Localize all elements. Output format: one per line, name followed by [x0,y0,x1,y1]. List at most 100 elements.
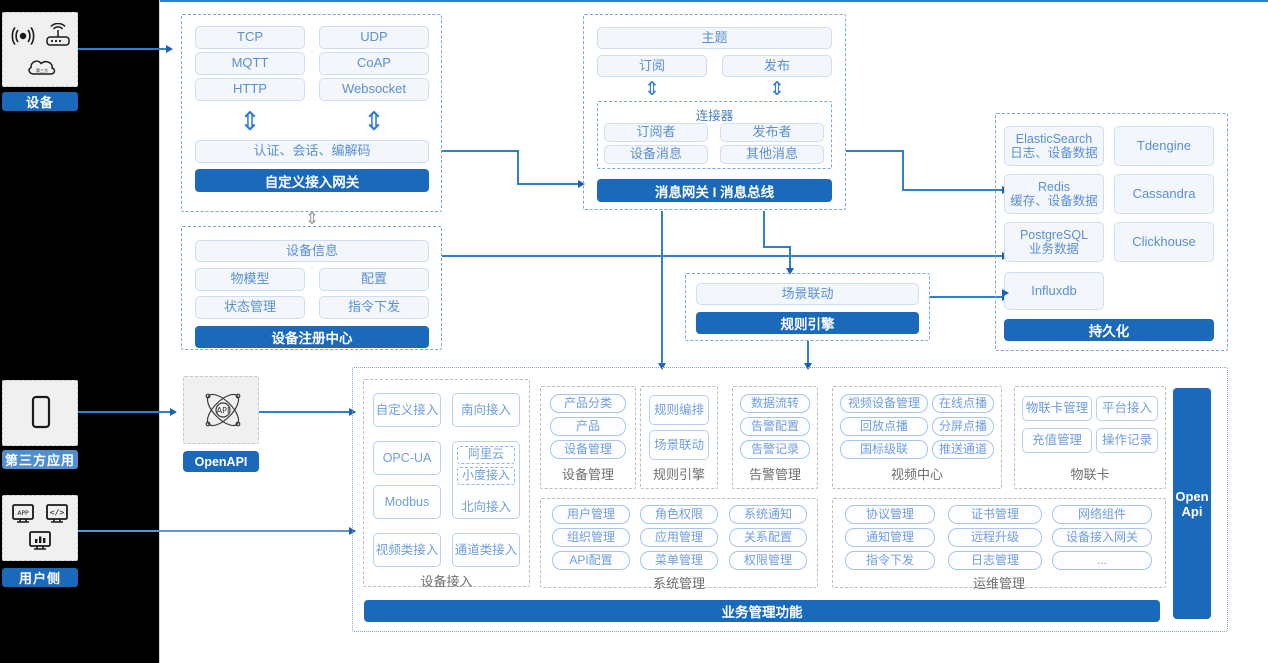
publish-chip[interactable]: 发布 [722,55,832,77]
iot-card-chip-operation-log[interactable]: 操作记录 [1096,428,1158,453]
protocol-chip-udp[interactable]: UDP [319,26,429,49]
video-chip-playback[interactable]: 回放点播 [840,417,928,436]
registry-chip-thing-model[interactable]: 物模型 [195,268,305,291]
alarm-chip-config[interactable]: 告警配置 [740,417,810,436]
device-access-chip-opcua[interactable]: OPC-UA [373,441,441,475]
gateway-middle-chip[interactable]: 认证、会话、编解码 [195,140,429,163]
store-chip-postgresql[interactable]: PostgreSQL 业务数据 [1004,222,1104,262]
store-chip-influxdb[interactable]: Influxdb [1004,272,1104,310]
protocol-chip-mqtt[interactable]: MQTT [195,52,305,75]
line-gateway-to-bus-1 [442,150,518,152]
ops-chip-network-component[interactable]: 网络组件 [1052,505,1152,524]
rule-engine-group [685,273,930,341]
iot-card-chip-platform-access[interactable]: 平台接入 [1096,396,1158,421]
connector-chip-publisher[interactable]: 发布者 [720,123,824,142]
device-manage-chip-product-category[interactable]: 产品分类 [550,394,626,413]
topic-chip[interactable]: 主题 [597,27,832,49]
wifi-signal-icon [11,27,35,45]
system-chip-role-permission[interactable]: 角色权限 [640,505,718,524]
system-chip-permission-manage[interactable]: 权限管理 [729,551,807,570]
group-device-manage [540,386,636,489]
svg-text:API: API [217,406,230,415]
subscribe-chip[interactable]: 订阅 [597,55,707,77]
message-bus-group [583,14,846,210]
ops-chip-protocol-manage[interactable]: 协议管理 [845,505,935,524]
video-chip-push-channel[interactable]: 推送通道 [932,440,994,459]
protocol-chip-websocket[interactable]: Websocket [319,78,429,101]
store-chip-cassandra[interactable]: Cassandra [1114,174,1214,214]
protocol-chip-coap[interactable]: CoAP [319,52,429,75]
connector-chip-device-msg[interactable]: 设备消息 [604,145,708,164]
line-userside-to-business [78,530,355,532]
registry-chip-config[interactable]: 配置 [319,268,429,291]
ops-chip-cert-manage[interactable]: 证书管理 [948,505,1042,524]
store-name: Redis [1038,179,1070,194]
line-bus-to-persistence-2 [902,150,904,190]
arrow-head-bus-to-business [657,363,666,370]
connector-group [597,101,832,169]
device-manage-chip-device[interactable]: 设备管理 [550,440,626,459]
store-name: PostgreSQL [1019,227,1089,242]
group-ops-manage [832,498,1166,588]
rule-engine-chip-scene[interactable]: 场景联动 [649,430,709,460]
svg-text:APP: APP [17,510,29,517]
system-chip-notification[interactable]: 系统通知 [729,505,807,524]
arrow-head-device-to-gateway [166,44,173,53]
rule-engine-title-bar: 规则引擎 [696,312,919,334]
arrow-head-rule-to-business [803,363,812,370]
northbound-chip-xiaodu[interactable]: 小度接入 [457,467,515,485]
group-title-video-center: 视频中心 [890,467,943,482]
registry-chip-status[interactable]: 状态管理 [195,296,305,319]
system-chip-menu-manage[interactable]: 菜单管理 [640,551,718,570]
connector-chip-other-msg[interactable]: 其他消息 [720,145,824,164]
ops-chip-log-manage[interactable]: 日志管理 [948,551,1042,570]
scene-linkage-chip[interactable]: 场景联动 [696,283,919,305]
video-chip-device-manage[interactable]: 视频设备管理 [840,394,928,413]
device-registry-group [181,226,442,350]
protocol-chip-tcp[interactable]: TCP [195,26,305,49]
ops-chip-notify-manage[interactable]: 通知管理 [845,528,935,547]
device-access-chip-modbus[interactable]: Modbus [373,485,441,519]
router-icon [46,23,70,46]
svg-text:</>: </> [50,508,65,517]
connector-chip-subscriber[interactable]: 订阅者 [604,123,708,142]
system-chip-relation-config[interactable]: 关系配置 [729,528,807,547]
system-chip-api-config[interactable]: API配置 [552,551,630,570]
cloud-icon: 第三方 [28,60,56,75]
store-chip-elasticsearch[interactable]: ElasticSearch 日志、设备数据 [1004,126,1104,166]
device-info-chip[interactable]: 设备信息 [195,240,429,262]
store-chip-tdengine[interactable]: Tdengine [1114,126,1214,166]
system-chip-user-manage[interactable]: 用户管理 [552,505,630,524]
alarm-chip-data-flow[interactable]: 数据流转 [740,394,810,413]
ops-chip-remote-upgrade[interactable]: 远程升级 [948,528,1042,547]
system-chip-org-manage[interactable]: 组织管理 [552,528,630,547]
alarm-chip-record[interactable]: 告警记录 [740,440,810,459]
system-chip-app-manage[interactable]: 应用管理 [640,528,718,547]
registry-chip-command[interactable]: 指令下发 [319,296,429,319]
northbound-chip-aliyun[interactable]: 阿里云 [457,446,515,464]
store-sub: 业务数据 [1028,242,1079,256]
device-access-chip-video[interactable]: 视频类接入 [373,533,441,567]
store-chip-clickhouse[interactable]: Clickhouse [1114,222,1214,262]
line-gateway-to-bus-3 [517,183,581,185]
rule-engine-chip-orchestration[interactable]: 规则编排 [649,395,709,425]
ops-chip-more[interactable]: ... [1052,551,1152,570]
device-access-chip-southbound[interactable]: 南向接入 [452,393,520,427]
video-chip-online-play[interactable]: 在线点播 [932,394,994,413]
northbound-label: 北向接入 [460,499,511,514]
device-access-chip-channel[interactable]: 通道类接入 [452,533,520,567]
open-api-line1: Open [1175,488,1209,504]
ops-chip-command-issue[interactable]: 指令下发 [845,551,935,570]
protocol-chip-http[interactable]: HTTP [195,78,305,101]
group-title-iot-card: 物联卡 [1070,467,1110,482]
video-chip-split-screen[interactable]: 分屏点播 [932,417,994,436]
iot-card-chip-recharge[interactable]: 充值管理 [1022,428,1092,453]
iot-card-chip-manage[interactable]: 物联卡管理 [1022,396,1092,421]
store-chip-redis[interactable]: Redis 缓存、设备数据 [1004,174,1104,214]
ops-chip-device-gateway[interactable]: 设备接入网关 [1052,528,1152,547]
line-bus-to-rule-2 [763,246,790,248]
device-manage-chip-product[interactable]: 产品 [550,417,626,436]
api-atom-icon: API [205,393,241,427]
device-access-chip-custom[interactable]: 自定义接入 [373,393,441,427]
video-chip-gb-cascade[interactable]: 国标级联 [840,440,928,459]
